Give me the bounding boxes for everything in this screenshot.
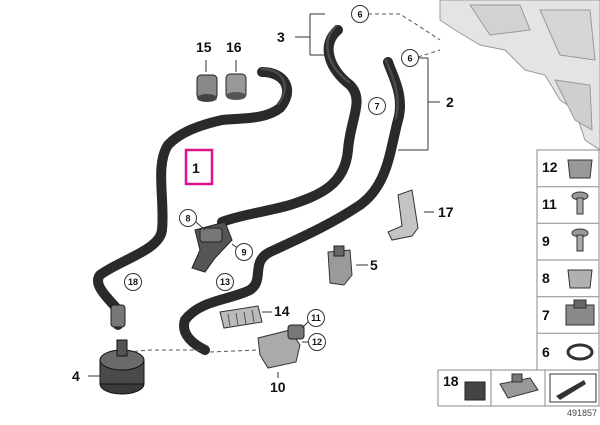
- dashed-link-2: [417, 49, 441, 58]
- holder-10: [209, 324, 305, 369]
- side-label-11: 11: [542, 196, 557, 212]
- label-9: 9: [241, 248, 246, 258]
- side-label-12: 12: [542, 159, 558, 175]
- t-connector: [191, 221, 233, 273]
- label-14: 14: [274, 303, 290, 319]
- hose-connector: [110, 304, 126, 328]
- hose-2: [179, 57, 405, 355]
- label-3: 3: [277, 29, 285, 45]
- highlight-part-1: 1: [184, 148, 214, 186]
- part-icon-18: [464, 381, 486, 401]
- part-icon-12: [567, 159, 593, 179]
- side-label-9: 9: [542, 233, 550, 249]
- bracket-5: [327, 245, 353, 286]
- label-2: 2: [446, 94, 454, 110]
- label-1: 1: [192, 160, 200, 176]
- dashed-link-3: [368, 13, 441, 41]
- label-7: 7: [374, 102, 379, 112]
- bracket-17: [387, 189, 419, 241]
- label-6a: 6: [357, 10, 362, 20]
- callout-8: 8: [179, 209, 197, 227]
- mat-14: [219, 305, 263, 329]
- label-12: 12: [312, 337, 322, 347]
- side-label-6: 6: [542, 344, 550, 360]
- callout-12: 12: [308, 333, 326, 351]
- callout-18: 18: [124, 273, 142, 291]
- side-panel: 12 11 9 8 7 6: [536, 149, 600, 371]
- label-17: 17: [438, 204, 454, 220]
- heater-housing: [439, 0, 600, 151]
- callout-13: 13: [216, 273, 234, 291]
- part-icon-9: [571, 228, 589, 252]
- bottom-panel: 18: [437, 369, 600, 407]
- label-4: 4: [72, 368, 80, 384]
- side-label-8: 8: [542, 270, 550, 286]
- label-15: 15: [196, 39, 212, 55]
- label-10: 10: [270, 379, 286, 395]
- clamp-16: [225, 73, 247, 100]
- label-8: 8: [185, 214, 190, 224]
- clamp-15: [196, 74, 218, 102]
- callout-9: 9: [235, 243, 253, 261]
- part-icon-6: [566, 343, 594, 361]
- part-icon-arrow: [549, 373, 597, 403]
- highlight-box: [184, 148, 214, 186]
- hose-1: [93, 67, 293, 330]
- leader-8: [195, 221, 206, 231]
- bracket-line-3: [295, 13, 325, 56]
- label-18: 18: [128, 277, 138, 287]
- bottom-label-18: 18: [443, 373, 459, 389]
- water-pump-4: [99, 339, 200, 395]
- label-5: 5: [370, 257, 378, 273]
- leader-11: [301, 321, 309, 329]
- label-6b: 6: [407, 54, 412, 64]
- side-label-7: 7: [542, 307, 550, 323]
- label-16: 16: [226, 39, 242, 55]
- callout-6a: 6: [351, 5, 369, 23]
- hose-3: [217, 24, 362, 227]
- bracket-line-2: [398, 57, 440, 151]
- part-icon-8: [567, 269, 593, 289]
- part-icon-7: [565, 299, 595, 326]
- part-icon-11: [571, 191, 589, 215]
- callout-7: 7: [368, 97, 386, 115]
- callout-6b: 6: [401, 49, 419, 67]
- diagram-number: 491857: [567, 408, 597, 418]
- label-11: 11: [311, 313, 321, 323]
- part-icon-connector: [499, 373, 539, 399]
- callout-11: 11: [307, 309, 325, 327]
- label-13: 13: [220, 277, 230, 287]
